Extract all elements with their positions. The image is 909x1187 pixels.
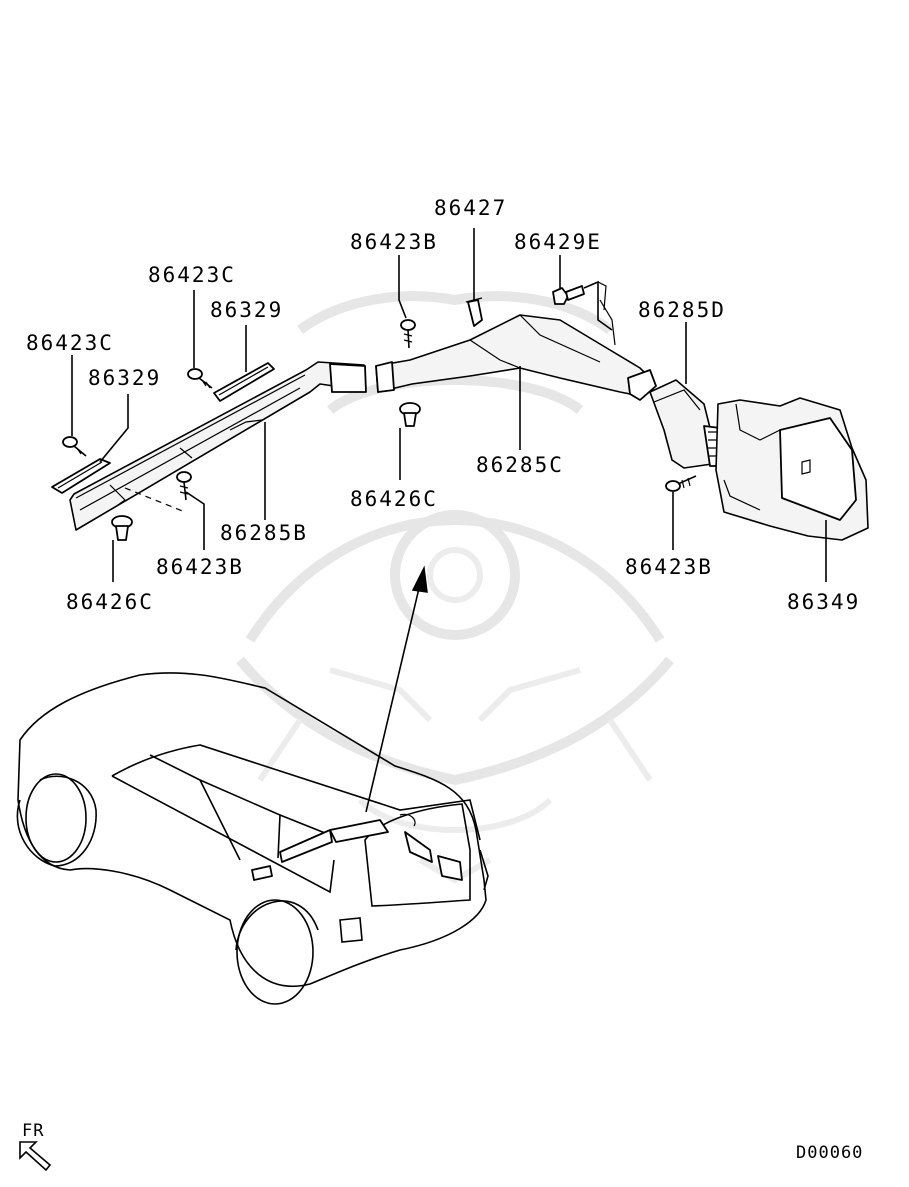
- clip-86426C-mid: [399, 402, 421, 427]
- label-86423B-top: 86423B: [350, 230, 438, 254]
- clip-86427: [465, 297, 483, 327]
- label-86285D: 86285D: [638, 298, 726, 322]
- screw-86423C-lower: [62, 436, 87, 457]
- label-86423B-mid: 86423B: [156, 555, 244, 579]
- watermark-emblem: [236, 291, 674, 884]
- screw-86423B-right: [665, 475, 697, 492]
- duct-86285B: [69, 361, 367, 531]
- label-86423B-right: 86423B: [625, 555, 713, 579]
- screw-86423C-upper: [187, 368, 213, 389]
- leader-lines: [71, 228, 827, 582]
- location-arrow: [365, 565, 428, 813]
- screw-86423B-mid: [176, 471, 192, 501]
- blower-86349: [715, 397, 869, 541]
- front-direction-label: FR: [22, 1121, 44, 1141]
- label-86427: 86427: [434, 196, 507, 220]
- bolt-86429E: [552, 285, 585, 305]
- label-86329-lower: 86329: [88, 366, 161, 390]
- label-86423C-lower: 86423C: [26, 331, 114, 355]
- scuff-plate-86329-lower: [51, 458, 111, 494]
- label-86285B: 86285B: [220, 521, 308, 545]
- label-86426C-mid: 86426C: [350, 487, 438, 511]
- label-86426C-left: 86426C: [66, 590, 154, 614]
- label-86329-upper: 86329: [210, 298, 283, 322]
- duct-86285C: [375, 281, 657, 401]
- screw-86423B-top: [400, 319, 416, 349]
- diagram-code: D00060: [796, 1143, 863, 1163]
- label-86285C: 86285C: [476, 453, 564, 477]
- front-direction-icon: [19, 1141, 52, 1172]
- label-86349: 86349: [787, 590, 860, 614]
- label-86429E: 86429E: [514, 230, 602, 254]
- label-86423C-upper: 86423C: [148, 263, 236, 287]
- scuff-plate-86329-upper: [213, 362, 275, 402]
- vehicle-outline: [16, 672, 489, 1005]
- duct-86285D: [649, 379, 723, 469]
- clip-86426C-left: [111, 515, 133, 541]
